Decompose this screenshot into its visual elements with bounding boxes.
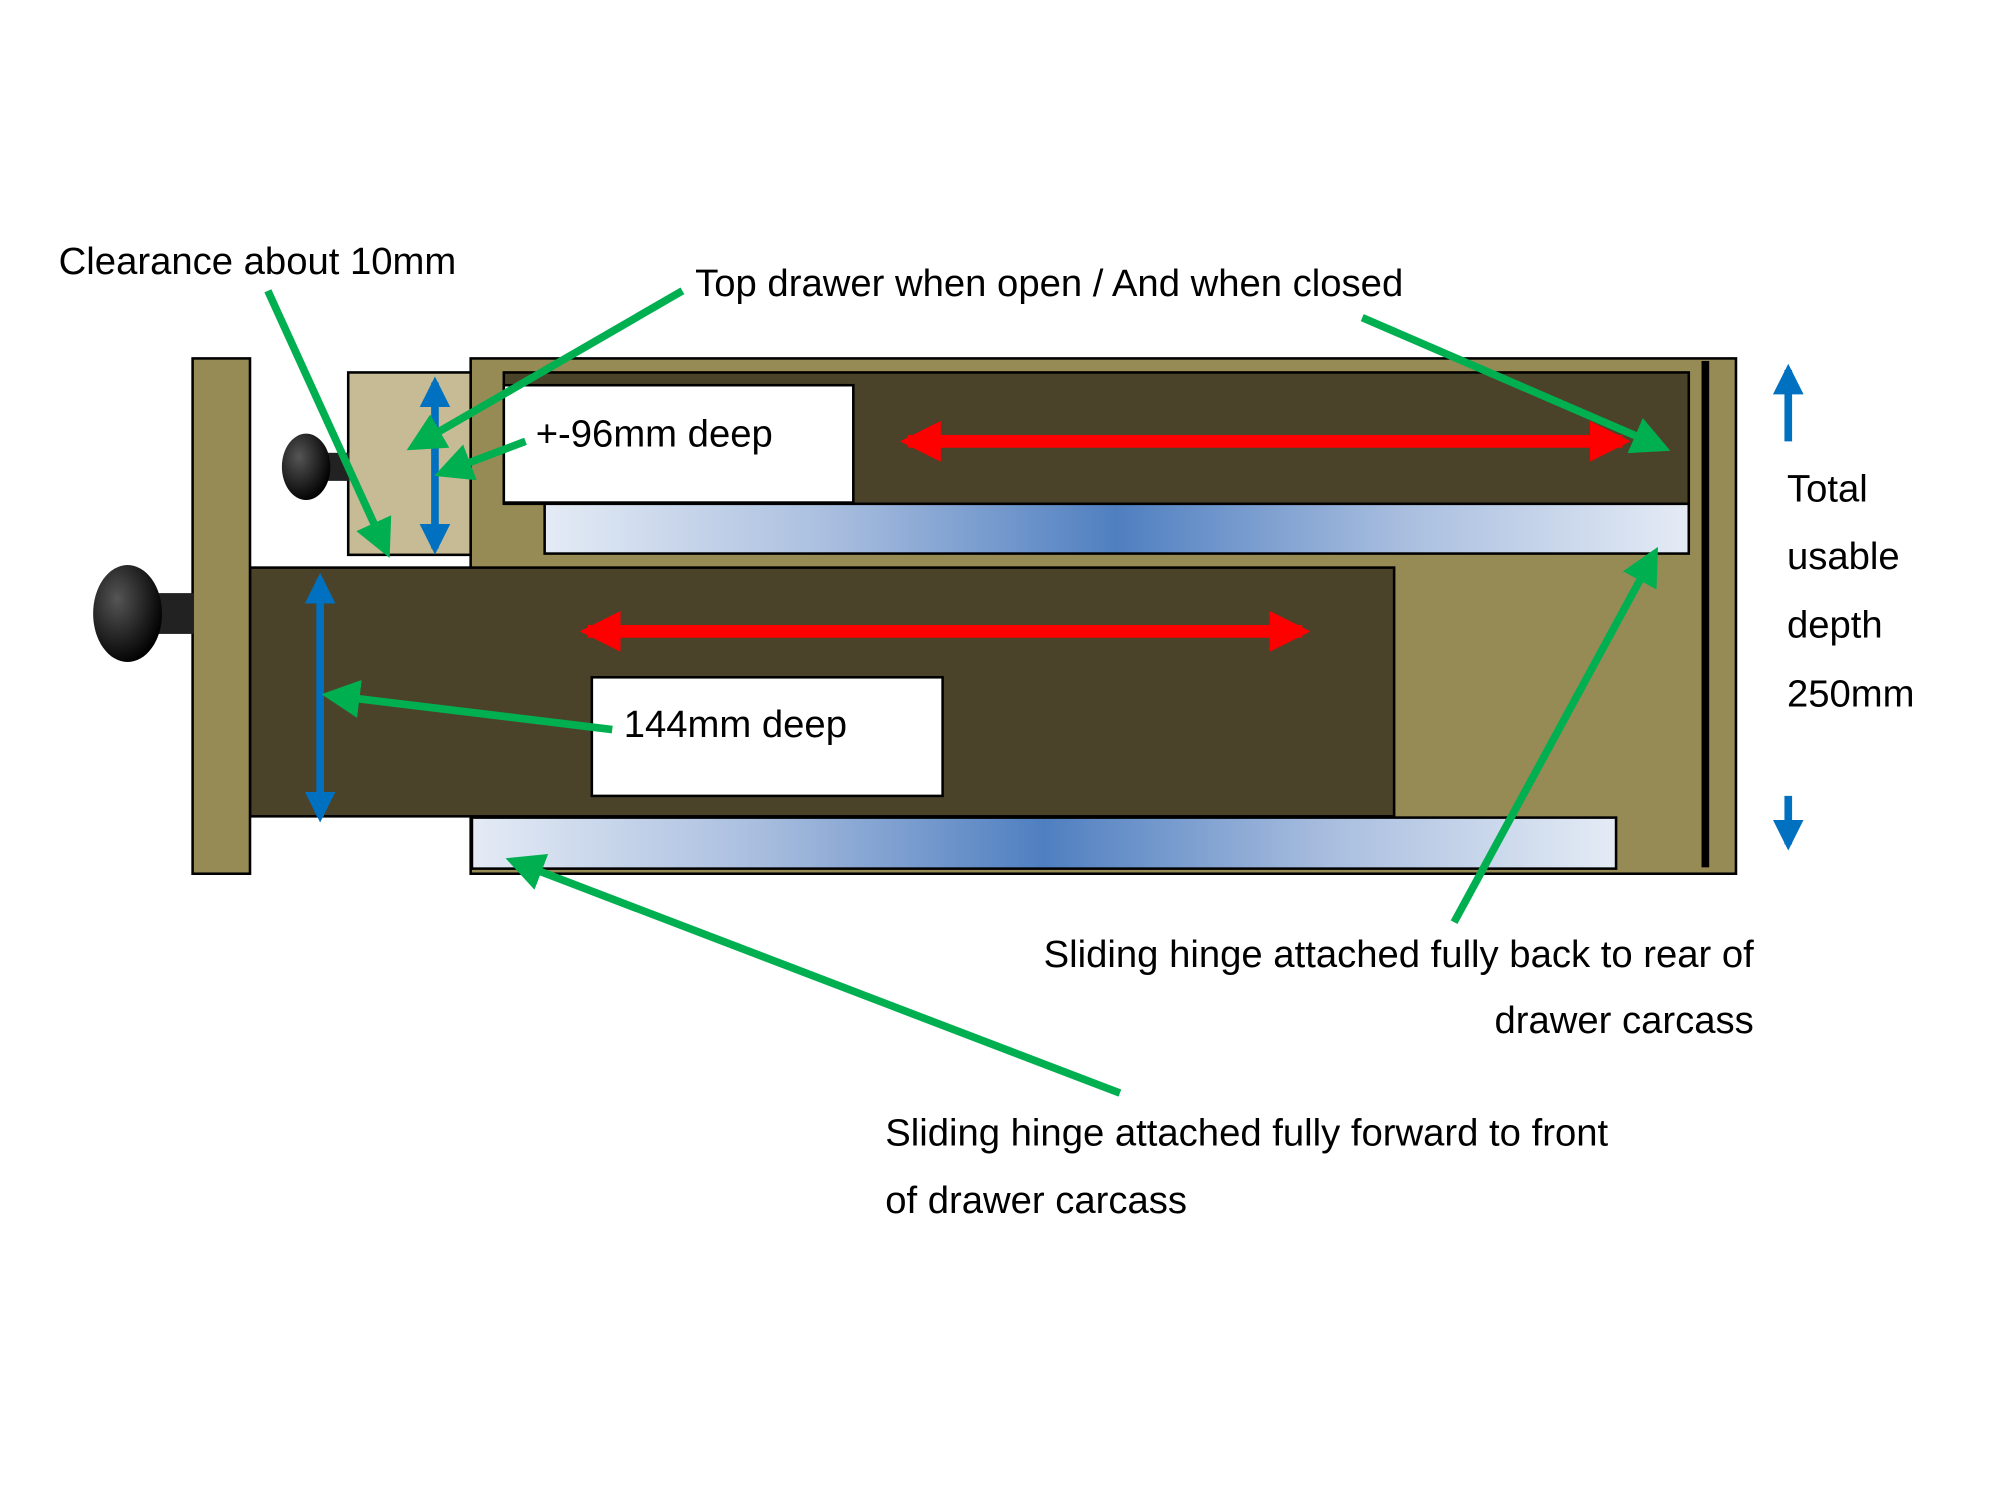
bottom-drawer-front — [191, 357, 252, 875]
total-depth-label-line4: 250mm — [1787, 673, 1915, 716]
bottom-depth-callout-arrow — [321, 679, 613, 734]
total-depth-label-line2: usable — [1787, 535, 1900, 578]
front-hinge-label-line2: of drawer carcass — [885, 1179, 1187, 1222]
rear-hinge-label-line2: drawer carcass — [1494, 999, 1753, 1042]
top-drawer-open-callout-arrow — [406, 287, 685, 451]
clearance-callout-arrow — [264, 289, 392, 558]
top-drawer-front — [346, 371, 472, 557]
bottom-drawer-knob-icon — [93, 565, 194, 662]
bottom-depth-label: 144mm deep — [624, 703, 847, 746]
bottom-depth-label-box — [590, 676, 944, 798]
total-depth-label-line3: depth — [1787, 604, 1883, 647]
front-hinge-label-line1: Sliding hinge attached fully forward to … — [885, 1111, 1608, 1154]
front-hinge-callout-arrow — [505, 854, 1122, 1097]
rear-hinge-callout-arrow — [1450, 546, 1658, 925]
top-depth-callout-arrow — [434, 437, 527, 481]
rear-hinge-label-line1: Sliding hinge attached fully back to rea… — [1044, 933, 1755, 976]
top-drawer-closed-callout-arrow — [1360, 314, 1671, 454]
top-depth-label: +-96mm deep — [536, 412, 773, 455]
bottom-drawer-slide — [470, 816, 1618, 870]
top-drawer-label: Top drawer when open / And when closed — [695, 262, 1403, 305]
total-depth-label-line1: Total — [1787, 467, 1868, 510]
top-depth-label-box — [502, 383, 855, 504]
top-drawer-slide — [543, 502, 1691, 555]
clearance-label: Clearance about 10mm — [59, 240, 457, 283]
carcass-rear-panel-line — [1701, 360, 1710, 868]
